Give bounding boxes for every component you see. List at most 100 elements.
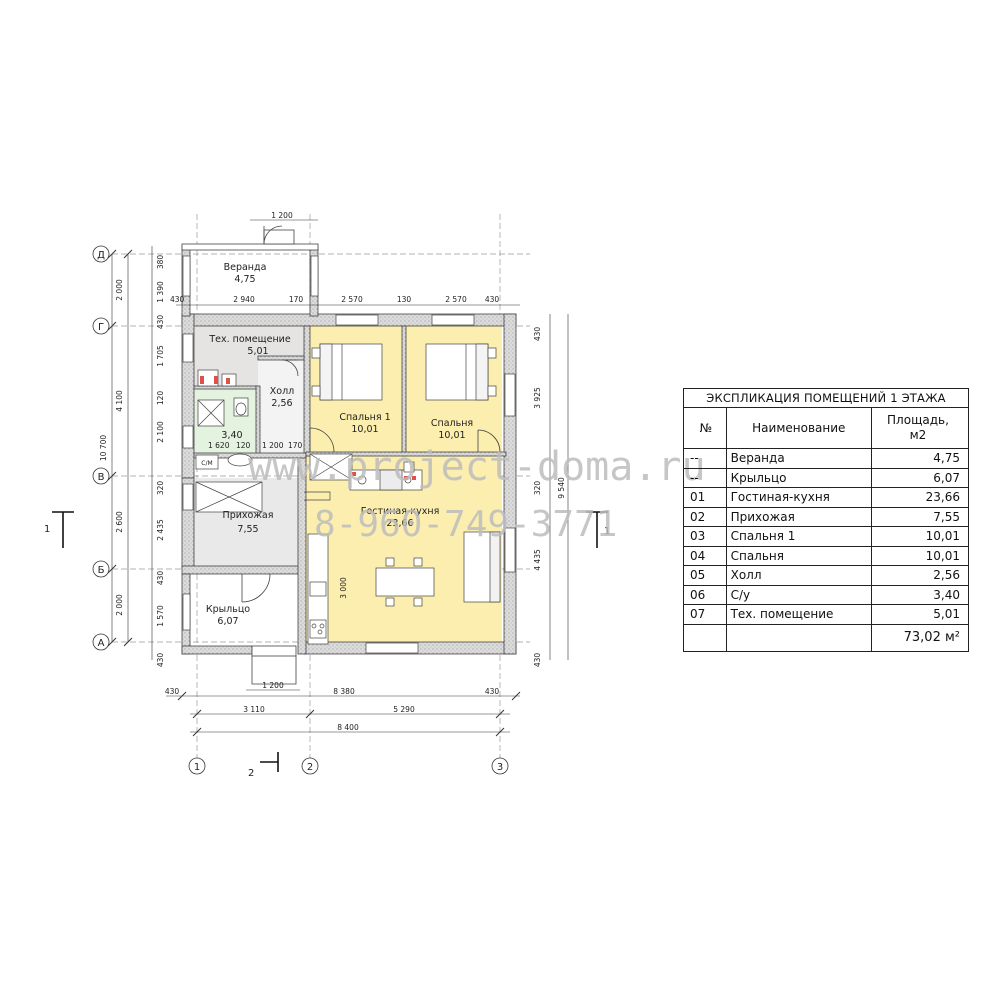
tech-area: 5,01 [247, 346, 268, 357]
dim-bottom-mid-1: 3 110 [243, 705, 265, 714]
tech-name: Тех. помещение [208, 334, 291, 345]
row-name: Спальня [725, 545, 872, 566]
section-left-label: 1 [44, 524, 50, 535]
dim-li-8: 2 435 [156, 519, 165, 541]
row-area: 10,01 [870, 545, 970, 566]
dim-top-2: 2 940 [233, 295, 255, 304]
row-name: Крыльцо [725, 467, 872, 488]
veranda-wall-top [181, 243, 319, 251]
dim-top-porch: 1 200 [271, 211, 293, 220]
header-area-line1: Площадь, [887, 413, 949, 427]
wall-entry-bottom [181, 565, 305, 575]
dimension-lines [111, 219, 569, 733]
table-row: 07 Тех. помещение 5,01 [683, 604, 970, 625]
porch-name: Крыльцо [206, 604, 250, 615]
row-no: -- [683, 467, 727, 488]
dim-li-7: 320 [156, 481, 165, 496]
explication-table: ЭКСПЛИКАЦИЯ ПОМЕЩЕНИЙ 1 ЭТАЖА № Наименов… [683, 388, 970, 652]
windows [182, 255, 516, 654]
entry-area: 7,55 [237, 524, 258, 535]
dim-bottom-2: 8 380 [333, 687, 355, 696]
dim-li-3: 430 [156, 315, 165, 330]
washing-machine [195, 454, 219, 470]
axis-row-1: Д [97, 250, 105, 261]
dim-li-2: 1 390 [156, 281, 165, 303]
table-row: -- Крыльцо 6,07 [683, 467, 970, 488]
dim-bottom-mid-2: 5 290 [393, 705, 415, 714]
dimension-ticks [107, 249, 521, 737]
row-no: 05 [683, 565, 727, 586]
dim-wc-1: 1 620 [208, 441, 230, 450]
doors [241, 225, 501, 685]
dim-ri-3: 320 [533, 481, 542, 496]
row-name: Спальня 1 [725, 526, 872, 547]
table-row: 01 Гостиная-кухня 23,66 [683, 487, 970, 508]
dim-right-total: 9 540 [557, 477, 566, 499]
dim-left-2: 4 100 [115, 390, 124, 412]
partition-bedrooms [401, 325, 407, 457]
entry-name: Прихожая [223, 510, 274, 521]
dim-li-11: 430 [156, 653, 165, 668]
axis-row-3: В [98, 472, 105, 483]
section-right-label: 1 [604, 526, 610, 537]
row-area: 3,40 [870, 584, 970, 605]
row-no: -- [683, 448, 727, 469]
axis-col-3: 3 [497, 762, 503, 773]
row-area: 10,01 [870, 526, 970, 547]
table-row: -- Веранда 4,75 [683, 448, 970, 469]
row-name: Гостиная-кухня [725, 487, 872, 508]
dim-li-9: 430 [156, 571, 165, 586]
axis-row-5: А [98, 638, 105, 649]
watermark-site: www.project-doma.ru [248, 444, 706, 490]
axis-row-2: Г [98, 322, 104, 333]
dim-top-7: 430 [485, 295, 500, 304]
section-bottom-label: 2 [248, 768, 254, 779]
dim-wc-4: 170 [288, 441, 303, 450]
dim-bottom-3: 430 [485, 687, 500, 696]
wc-tag: С/М [201, 460, 212, 467]
row-name: С/у [725, 584, 872, 605]
living-area: 23,66 [386, 518, 413, 529]
axis-row-4: Б [98, 565, 105, 576]
section-marks [52, 511, 608, 772]
veranda-name: Веранда [224, 262, 267, 273]
header-area-line2: м2 [909, 428, 927, 442]
table-row: 04 Спальня 10,01 [683, 545, 970, 566]
dim-bottom-total: 8 400 [337, 723, 359, 732]
dim-li-10: 1 570 [156, 605, 165, 627]
axis-bubbles [92, 245, 509, 775]
dim-li-6: 2 100 [156, 421, 165, 443]
partition-wc-top [193, 385, 259, 390]
hall-name: Холл [270, 386, 294, 397]
axis-col-1: 1 [194, 762, 200, 773]
sink [227, 453, 253, 467]
porch-area: 6,07 [217, 616, 238, 627]
row-area: 4,75 [870, 448, 970, 469]
row-no: 04 [683, 545, 727, 566]
header-name: Наименование [725, 407, 872, 449]
dim-li-1: 380 [156, 255, 165, 270]
bedroom2-name: Спальня [431, 418, 473, 429]
bedroom2-area: 10,01 [438, 430, 465, 441]
dim-wc-2: 120 [236, 441, 251, 450]
table-row: 05 Холл 2,56 [683, 565, 970, 586]
header-area: Площадь, м2 [870, 407, 970, 449]
row-no: 07 [683, 604, 727, 625]
hall-area: 2,56 [271, 398, 292, 409]
partition-bed-bottom [305, 451, 507, 457]
tech-equipment-accents [200, 376, 416, 480]
dim-top-4: 2 570 [341, 295, 363, 304]
row-area: 7,55 [870, 506, 970, 527]
dim-ri-4: 4 435 [533, 549, 542, 571]
veranda-area: 4,75 [234, 274, 255, 285]
table-row: 02 Прихожая 7,55 [683, 506, 970, 527]
row-area: 5,01 [870, 604, 970, 625]
dim-bottom-1: 430 [165, 687, 180, 696]
hall-fill [258, 360, 304, 453]
wc-area: 3,40 [221, 430, 242, 441]
row-no: 03 [683, 526, 727, 547]
dim-left-4: 2 000 [115, 594, 124, 616]
partition-bed1-left [303, 325, 311, 457]
living-name: Гостиная-кухня [361, 506, 440, 517]
